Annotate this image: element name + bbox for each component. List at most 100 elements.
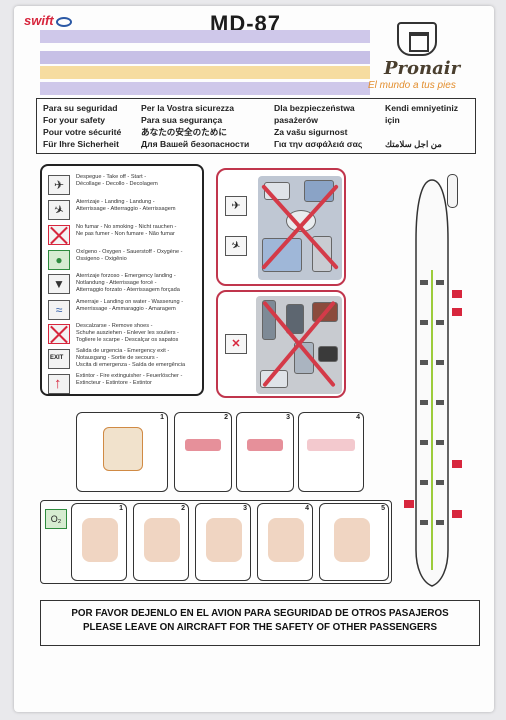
- safety-text: Para su seguridad: [43, 103, 118, 113]
- seat: [436, 480, 444, 485]
- legend-row: ✈ Despegue - Take off - Start -Décollage…: [48, 174, 204, 196]
- legend-line: Uscita di emergenza - Saída de emergênci…: [76, 362, 186, 368]
- safety-text: pasażerów: [274, 115, 318, 125]
- exit-marker: [452, 460, 462, 468]
- swift-swoosh-icon: [55, 16, 72, 27]
- oxygen-mask-steps: O₂ 1 2 3 4 5: [40, 500, 392, 584]
- no-phone-icon: ✕: [225, 334, 247, 354]
- pronair-slogan: El mundo a tus pies: [368, 80, 456, 91]
- no-smoking-icon: [48, 225, 70, 245]
- water-landing-icon: ≈: [48, 300, 70, 320]
- legend-line: Ne pas fumer - Non fumare - Não fumar: [76, 231, 175, 237]
- legend-line: Aterrizaje forzoso - Emergency landing -: [76, 273, 176, 279]
- seat: [420, 400, 428, 405]
- legend-row: ✈ Aterrizaje - Landing - Landung -Atterr…: [48, 199, 204, 221]
- exit-label: EXIT: [50, 355, 64, 361]
- oxygen-icon-label: O₂: [50, 514, 62, 524]
- legend-row: Extintor - Fire extinguisher - Feuerlösc…: [48, 373, 204, 395]
- brace-step-1: 1: [76, 412, 168, 492]
- safety-text: Για την ασφάλειά σας: [274, 139, 363, 149]
- landing-icon: ✈: [48, 200, 70, 220]
- step-number: 1: [160, 414, 164, 421]
- legend-row: ● Oxígeno - Oxygen - Sauerstoff - Oxygèn…: [48, 249, 204, 271]
- legend-row: ▼ Aterrizaje forzoso - Emergency landing…: [48, 273, 204, 295]
- legend-row: Descalzarse - Remove shoes -Schuhe auszi…: [48, 323, 204, 345]
- seatbelt-step-2: 2: [174, 412, 232, 492]
- passenger-seat-icon: [103, 427, 143, 471]
- safety-text: Para sua segurança: [141, 115, 223, 125]
- footer-line-english: PLEASE LEAVE ON AIRCRAFT FOR THE SAFETY …: [83, 622, 437, 633]
- legend-text: Descalzarse - Remove shoes -Schuhe auszi…: [76, 323, 179, 344]
- emergency-landing-icon: ▼: [48, 274, 70, 294]
- safety-col-3: Dla bezpieczeństwa pasażerów Za vašu sig…: [274, 102, 362, 150]
- fire-extinguisher-icon: [447, 174, 458, 208]
- step-number: 3: [286, 414, 290, 421]
- seat: [420, 520, 428, 525]
- remove-shoes-icon: [48, 324, 70, 344]
- pictogram-legend: ✈ Despegue - Take off - Start -Décollage…: [40, 164, 204, 396]
- legend-text: Aterrizaje - Landing - Landung -Atterris…: [76, 199, 175, 213]
- walkie-talkie-icon: [286, 304, 304, 334]
- legend-line: Atterraggio forzato - Aterrissagem força…: [76, 287, 180, 293]
- exit-marker: [452, 290, 462, 298]
- pull-mask-icon: [144, 518, 180, 562]
- no-mobile-phones-panel: ✕: [216, 290, 346, 398]
- seat: [436, 320, 444, 325]
- pronair-logo: Pronair: [384, 58, 461, 79]
- seat-rows: [420, 280, 444, 525]
- seat: [420, 280, 428, 285]
- exit-markers: [404, 290, 462, 518]
- seat: [420, 320, 428, 325]
- exit-marker: [404, 500, 414, 508]
- secure-mask-icon: [268, 518, 304, 562]
- color-band-lavender-3: [40, 82, 370, 95]
- castle-crest-icon: [397, 22, 437, 56]
- legend-line: Amerraje - Landing on water - Wasserung …: [76, 299, 184, 305]
- legend-row: ≈ Amerraje - Landing on water - Wasserun…: [48, 299, 204, 321]
- no-electronics-takeoff-landing-panel: ✈ ✈: [216, 168, 346, 286]
- step-number: 2: [181, 505, 185, 512]
- step-number: 5: [381, 505, 385, 512]
- seatbelt-step-4: 4: [298, 412, 364, 492]
- legend-line: Salida de urgencia - Emergency exit -: [76, 348, 170, 354]
- legend-line: Schuhe ausziehen - Enlever les souliers …: [76, 330, 179, 336]
- safety-text: あなたの安全のために: [141, 127, 227, 137]
- safety-text: Dla bezpieczeństwa: [274, 103, 355, 113]
- legend-line: Notlandung - Atterrissage forcé -: [76, 280, 157, 286]
- color-band-yellow: [40, 66, 370, 79]
- seat: [420, 360, 428, 365]
- safety-text: Za vašu sigurnost: [274, 127, 348, 137]
- charger-icon: [318, 346, 338, 362]
- safety-col-2: Per la Vostra sicurezza Para sua seguran…: [141, 102, 249, 150]
- mask-drop-icon: [82, 518, 118, 562]
- legend-line: Oxígeno - Oxygen - Sauerstoff - Oxygène …: [76, 249, 183, 255]
- safety-text: Für Ihre Sicherheit: [43, 139, 119, 149]
- seat: [436, 520, 444, 525]
- legend-line: Amerrissage - Ammaraggio - Amaragem: [76, 306, 176, 312]
- legend-row: No fumar - No smoking - Nicht rauchen -N…: [48, 224, 204, 246]
- exit-marker: [452, 510, 462, 518]
- legend-line: Ossigeno - Oxigênio: [76, 256, 127, 262]
- safety-text: Для Вашей безопасности: [141, 139, 250, 149]
- takeoff-icon: ✈: [48, 175, 70, 195]
- legend-line: Notausgang - Sortie de secours -: [76, 355, 159, 361]
- legend-line: Décollage - Decollo - Decolagem: [76, 181, 158, 187]
- legend-text: Amerraje - Landing on water - Wasserung …: [76, 299, 183, 313]
- legend-line: No fumar - No smoking - Nicht rauchen -: [76, 224, 177, 230]
- landing-icon: ✈: [225, 236, 247, 256]
- oxygen-icon: O₂: [45, 509, 67, 529]
- legend-text: Despegue - Take off - Start -Décollage -…: [76, 174, 158, 188]
- step-number: 2: [224, 414, 228, 421]
- seat: [436, 360, 444, 365]
- legend-line: Aterrizaje - Landing - Landung -: [76, 199, 155, 205]
- seat: [436, 400, 444, 405]
- place-mask-icon: [206, 518, 242, 562]
- seat: [436, 280, 444, 285]
- safety-text: Per la Vostra sicurezza: [141, 103, 234, 113]
- legend-text: Extintor - Fire extinguisher - Feuerlösc…: [76, 373, 182, 387]
- oxygen-step-1: 1: [71, 503, 127, 581]
- aircraft-seat-map: [404, 179, 462, 587]
- oxygen-step-5: 5: [319, 503, 389, 581]
- footer-line-spanish: POR FAVOR DEJENLO EN EL AVION PARA SEGUR…: [71, 608, 449, 619]
- step-number: 1: [119, 505, 123, 512]
